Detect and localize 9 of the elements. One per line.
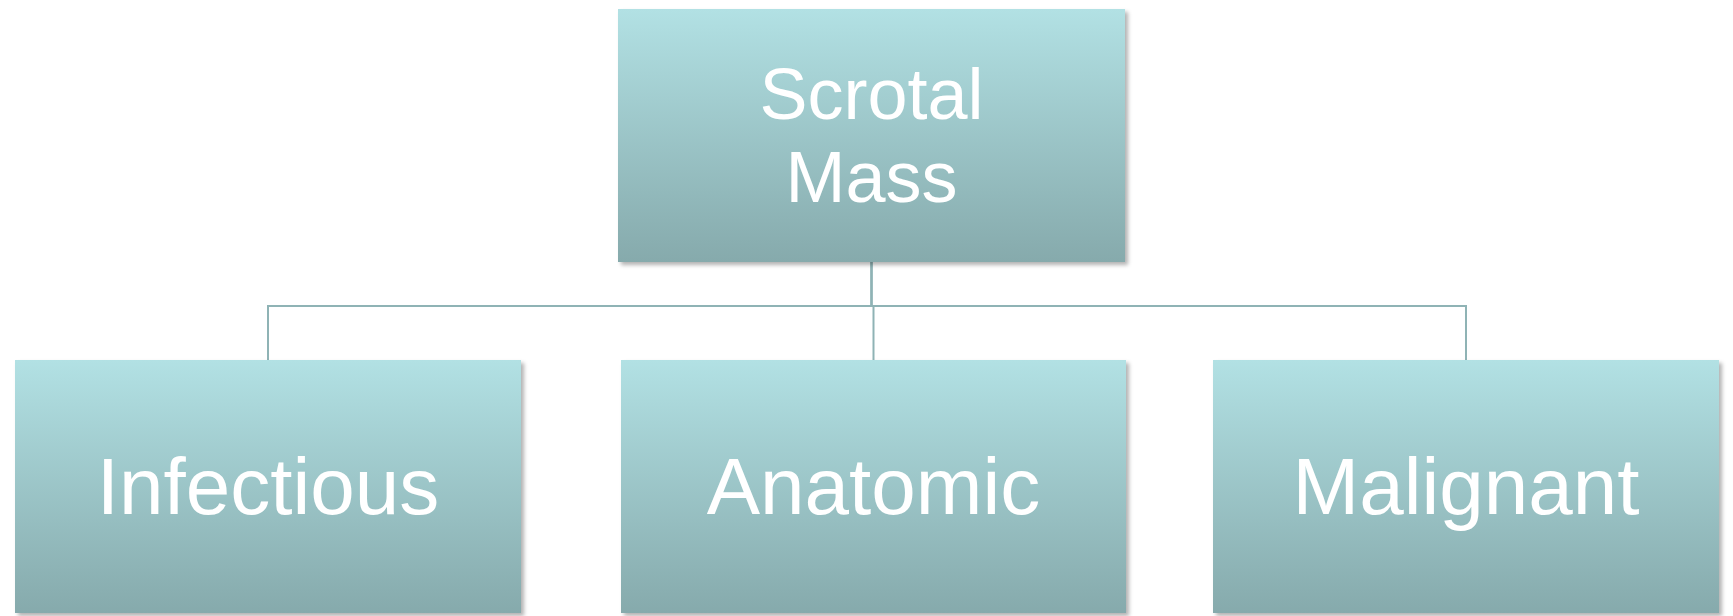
category-label: Malignant (1292, 440, 1640, 533)
category-label: Scrotal Mass (758, 52, 985, 219)
category-box (1213, 360, 1719, 613)
connector-line (870, 261, 1467, 361)
category-box (15, 360, 521, 613)
category-box (618, 9, 1125, 262)
category-box (621, 360, 1126, 613)
category-label: Infectious (96, 440, 440, 533)
category-label: Anatomic (706, 440, 1041, 533)
